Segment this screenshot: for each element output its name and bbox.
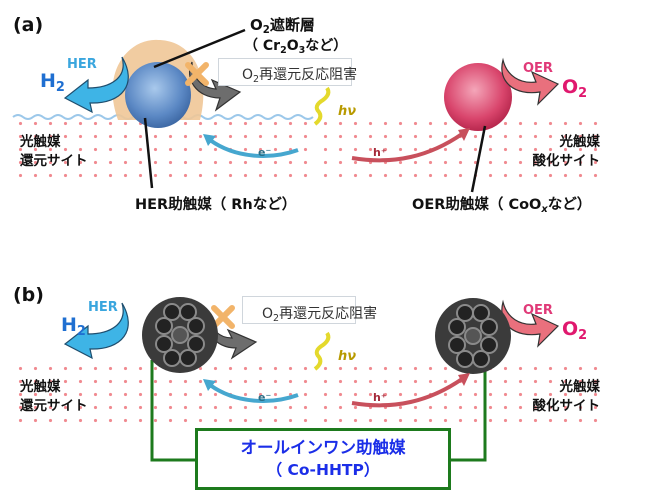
o2-label-b: O2 xyxy=(562,318,588,343)
oxidation-site-label: 光触媒酸化サイト xyxy=(532,134,601,169)
o2-barrier-example: （ Cr2O3など） xyxy=(244,38,348,56)
connector-left xyxy=(150,360,197,462)
hole-arrow-icon-b xyxy=(351,377,464,408)
her-cocatalyst-caption: HER助触媒（ Rhなど） xyxy=(135,197,297,213)
light-label: hν xyxy=(338,104,357,119)
electron-label-b: e⁻ xyxy=(258,391,272,404)
connector-right xyxy=(448,360,487,462)
her-cocatalyst-sphere xyxy=(125,62,191,128)
o2-rereduction-label-box-b xyxy=(242,296,356,324)
oxidation-site-label-b: 光触媒酸化サイト xyxy=(532,379,601,414)
h2-label: H2 xyxy=(40,70,65,95)
electron-arrow-icon xyxy=(208,138,299,158)
reduction-site-label-b: 光触媒還元サイト xyxy=(20,379,88,414)
all-in-one-cocatalyst-box: オールインワン助触媒 （ Co-HHTP） xyxy=(195,428,451,490)
light-wave-icon xyxy=(313,86,331,126)
barrier-leader-line xyxy=(153,28,246,69)
electron-arrow-icon-b xyxy=(208,383,299,403)
her-label-b: HER xyxy=(88,300,118,315)
o2-rereduction-label: O2再還元反応阻害 xyxy=(242,67,358,85)
panel-b-graphics xyxy=(63,297,560,462)
panel-a-graphics xyxy=(12,28,560,193)
oer-label-b: OER xyxy=(523,303,553,318)
o2-rereduction-label-box xyxy=(218,58,352,86)
photocatalyst-oxidation-substrate xyxy=(318,117,605,179)
photocatalyst-reduction-substrate xyxy=(13,117,318,179)
photocatalyst-oxidation-substrate-b xyxy=(318,362,605,424)
oer-arrow-icon xyxy=(501,57,560,106)
o2-barrier-title: O2遮断層 xyxy=(250,16,315,37)
photocatalyst-reduction-substrate-b xyxy=(13,362,318,424)
hole-label-b: h⁺ xyxy=(373,391,387,404)
o2-label: O2 xyxy=(562,76,588,101)
oer-cocatalyst-caption: OER助触媒（ CoOxなど） xyxy=(412,197,592,215)
h2-label-b: H2 xyxy=(61,314,86,339)
panel-a-label: (a) xyxy=(13,14,44,36)
co-hhtp-particle-left xyxy=(142,297,218,373)
all-in-one-cocatalyst-name: （ Co-HHTP） xyxy=(266,461,380,479)
electron-label: e⁻ xyxy=(258,146,272,159)
light-label-b: hν xyxy=(338,349,357,364)
oer-leader-line xyxy=(470,125,487,193)
blocked-x-icon xyxy=(185,62,209,86)
hole-arrow-icon xyxy=(351,132,464,163)
o2-rereduction-label-b: O2再還元反応阻害 xyxy=(262,306,378,324)
her-label: HER xyxy=(67,57,97,72)
her-arrow-icon-b xyxy=(63,302,129,360)
oer-cocatalyst-sphere xyxy=(444,63,512,131)
interface-boundary-b xyxy=(310,360,324,418)
oer-label: OER xyxy=(523,61,553,76)
panel-b-label: (b) xyxy=(13,284,44,306)
blocked-x-icon-b xyxy=(211,305,235,329)
co-hhtp-particle-right xyxy=(435,298,511,374)
her-leader-line xyxy=(143,117,154,189)
all-in-one-cocatalyst-title: オールインワン助触媒 xyxy=(240,438,406,457)
light-wave-icon-b xyxy=(313,331,331,371)
reduction-site-label: 光触媒還元サイト xyxy=(20,134,88,169)
her-arrow-icon xyxy=(63,56,129,114)
hole-label: h⁺ xyxy=(373,146,387,159)
interface-boundary xyxy=(310,115,324,173)
